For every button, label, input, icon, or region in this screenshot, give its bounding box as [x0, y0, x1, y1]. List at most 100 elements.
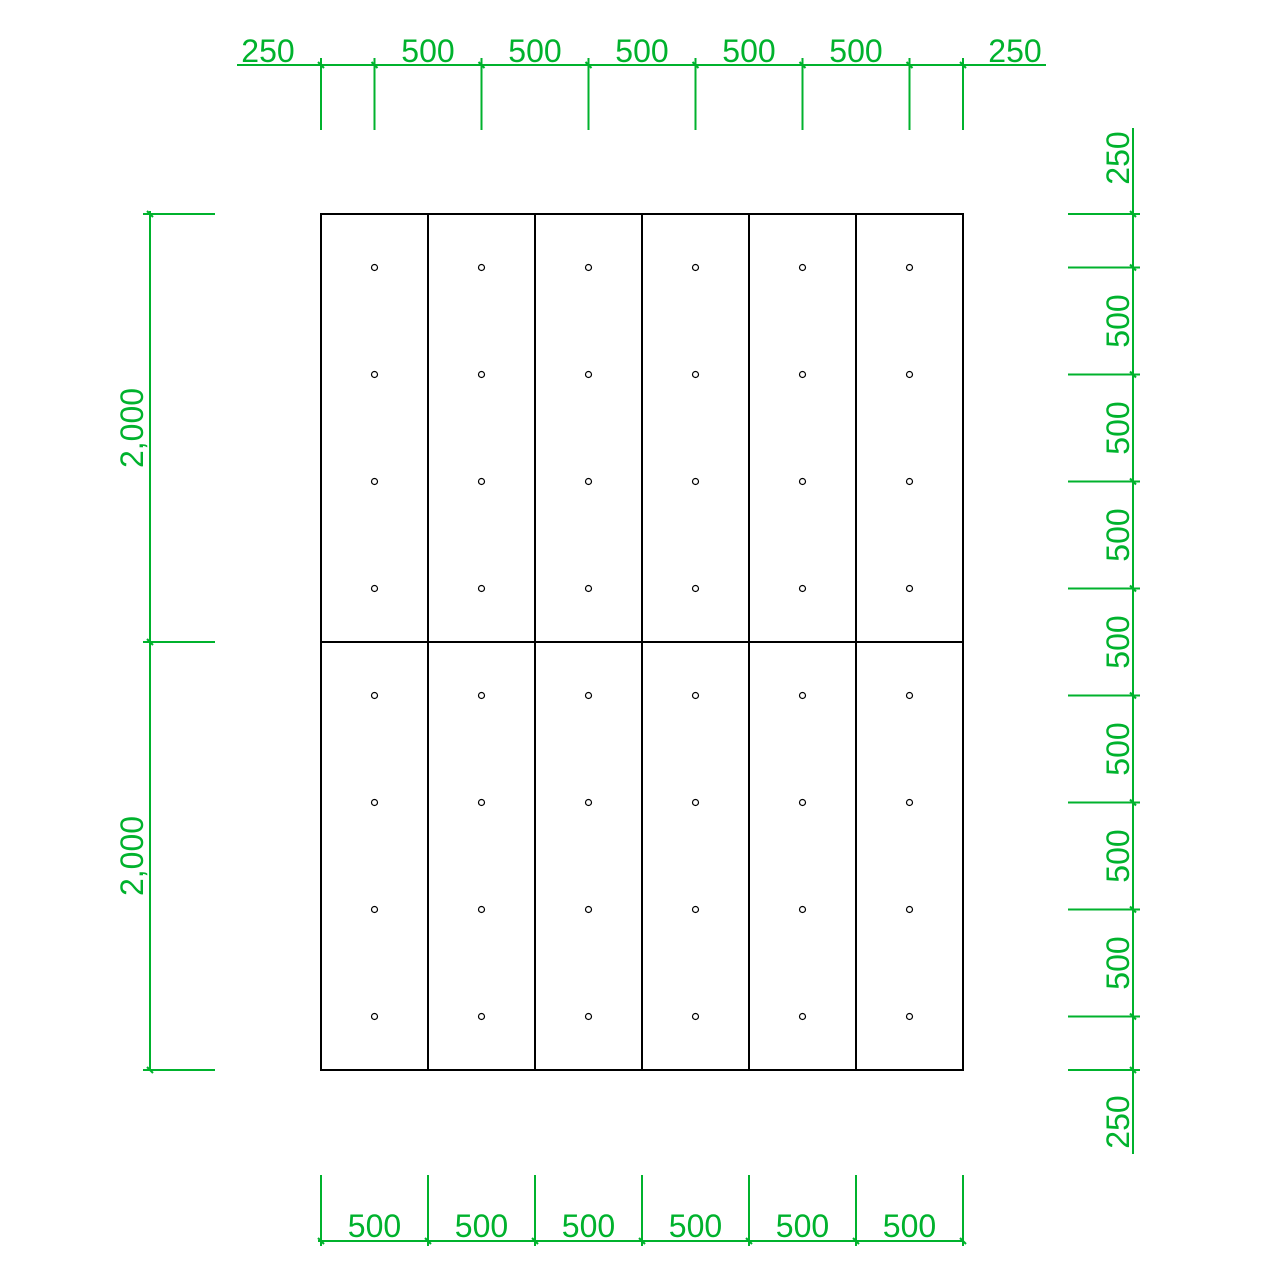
anchor-point — [477, 477, 486, 486]
anchor-point — [584, 905, 593, 914]
anchor-point — [691, 798, 700, 807]
panel-r2-c4 — [641, 641, 750, 1071]
anchor-point — [584, 798, 593, 807]
bottom-tick-mark — [531, 1237, 539, 1245]
anchor-point — [477, 798, 486, 807]
left-dimension-label: 2,000 — [114, 388, 150, 468]
top-tick-mark — [905, 61, 914, 69]
top-dimension-label: 500 — [508, 33, 561, 69]
top-dimension-label: 500 — [401, 33, 454, 69]
right-tick-mark — [1129, 1012, 1137, 1021]
left-dimension-label: 2,000 — [114, 816, 150, 896]
anchor-point — [905, 263, 914, 272]
panel-r1-c2 — [427, 213, 536, 643]
anchor-point — [905, 691, 914, 700]
anchor-point — [370, 584, 379, 593]
anchor-point — [691, 1012, 700, 1021]
anchor-point — [691, 263, 700, 272]
right-dimension-label: 500 — [1100, 615, 1136, 668]
panel-r2-c5 — [748, 641, 857, 1071]
anchor-point — [584, 691, 593, 700]
panel-r1-c6 — [855, 213, 964, 643]
right-tick-mark — [1129, 1066, 1137, 1074]
anchor-point — [584, 477, 593, 486]
anchor-point — [691, 370, 700, 379]
anchor-point — [798, 477, 807, 486]
top-tick-mark — [584, 61, 593, 69]
anchor-point — [691, 584, 700, 593]
panel-r2-c1 — [320, 641, 429, 1071]
bottom-tick-mark — [745, 1237, 753, 1245]
top-tick-mark — [959, 61, 967, 69]
bottom-dimension-label: 500 — [776, 1208, 829, 1244]
panel-r2-c6 — [855, 641, 964, 1071]
anchor-point — [798, 584, 807, 593]
anchor-point — [370, 370, 379, 379]
right-tick-mark — [1129, 370, 1137, 379]
right-tick-mark — [1129, 691, 1137, 700]
top-dimension-label: 250 — [988, 33, 1041, 69]
top-tick-mark — [477, 61, 486, 69]
anchor-point — [905, 905, 914, 914]
anchor-point — [798, 798, 807, 807]
anchor-point — [905, 584, 914, 593]
panel-r1-c4 — [641, 213, 750, 643]
panel-r2-c3 — [534, 641, 643, 1071]
panel-r1-c3 — [534, 213, 643, 643]
anchor-point — [477, 691, 486, 700]
anchor-point — [477, 584, 486, 593]
anchor-point — [691, 477, 700, 486]
bottom-tick-mark — [959, 1237, 967, 1245]
anchor-point — [477, 1012, 486, 1021]
anchor-point — [798, 263, 807, 272]
right-dimension-label: 500 — [1100, 936, 1136, 989]
bottom-dimension-label: 500 — [883, 1208, 936, 1244]
anchor-point — [691, 905, 700, 914]
anchor-point — [798, 370, 807, 379]
anchor-point — [798, 905, 807, 914]
right-tick-mark — [1129, 905, 1137, 914]
anchor-point — [905, 370, 914, 379]
anchor-point — [477, 905, 486, 914]
anchor-points — [370, 263, 914, 1021]
right-tick-mark — [1129, 477, 1137, 486]
top-dimension-label: 500 — [615, 33, 668, 69]
anchor-point — [370, 905, 379, 914]
right-tick-mark — [1129, 584, 1137, 593]
anchor-point — [584, 584, 593, 593]
bottom-dimension-label: 500 — [669, 1208, 722, 1244]
top-tick-mark — [317, 61, 325, 69]
bottom-dimension-label: 500 — [562, 1208, 615, 1244]
anchor-point — [477, 263, 486, 272]
right-dimension-label: 250 — [1100, 1095, 1136, 1148]
bottom-dimension-label: 500 — [455, 1208, 508, 1244]
anchor-point — [905, 1012, 914, 1021]
anchor-point — [905, 477, 914, 486]
anchor-point — [798, 691, 807, 700]
panel-r1-c5 — [748, 213, 857, 643]
top-dimension-label: 500 — [829, 33, 882, 69]
bottom-tick-mark — [852, 1237, 860, 1245]
left-dimension-chain: 2,000 2,000 — [114, 210, 215, 1074]
anchor-point — [370, 1012, 379, 1021]
panel-grid — [320, 213, 964, 1071]
top-dimension-label: 500 — [722, 33, 775, 69]
right-dimension-label: 500 — [1100, 722, 1136, 775]
right-dimension-label: 250 — [1100, 131, 1136, 184]
anchor-point — [584, 1012, 593, 1021]
right-dimension-label: 500 — [1100, 508, 1136, 561]
left-tick-mark — [146, 638, 154, 646]
bottom-tick-mark — [638, 1237, 646, 1245]
right-tick-mark — [1129, 798, 1137, 807]
anchor-point — [584, 263, 593, 272]
left-tick-mark — [146, 210, 154, 218]
anchor-point — [798, 1012, 807, 1021]
anchor-point — [370, 263, 379, 272]
anchor-point — [370, 691, 379, 700]
top-tick-mark — [798, 61, 807, 69]
anchor-point — [370, 798, 379, 807]
